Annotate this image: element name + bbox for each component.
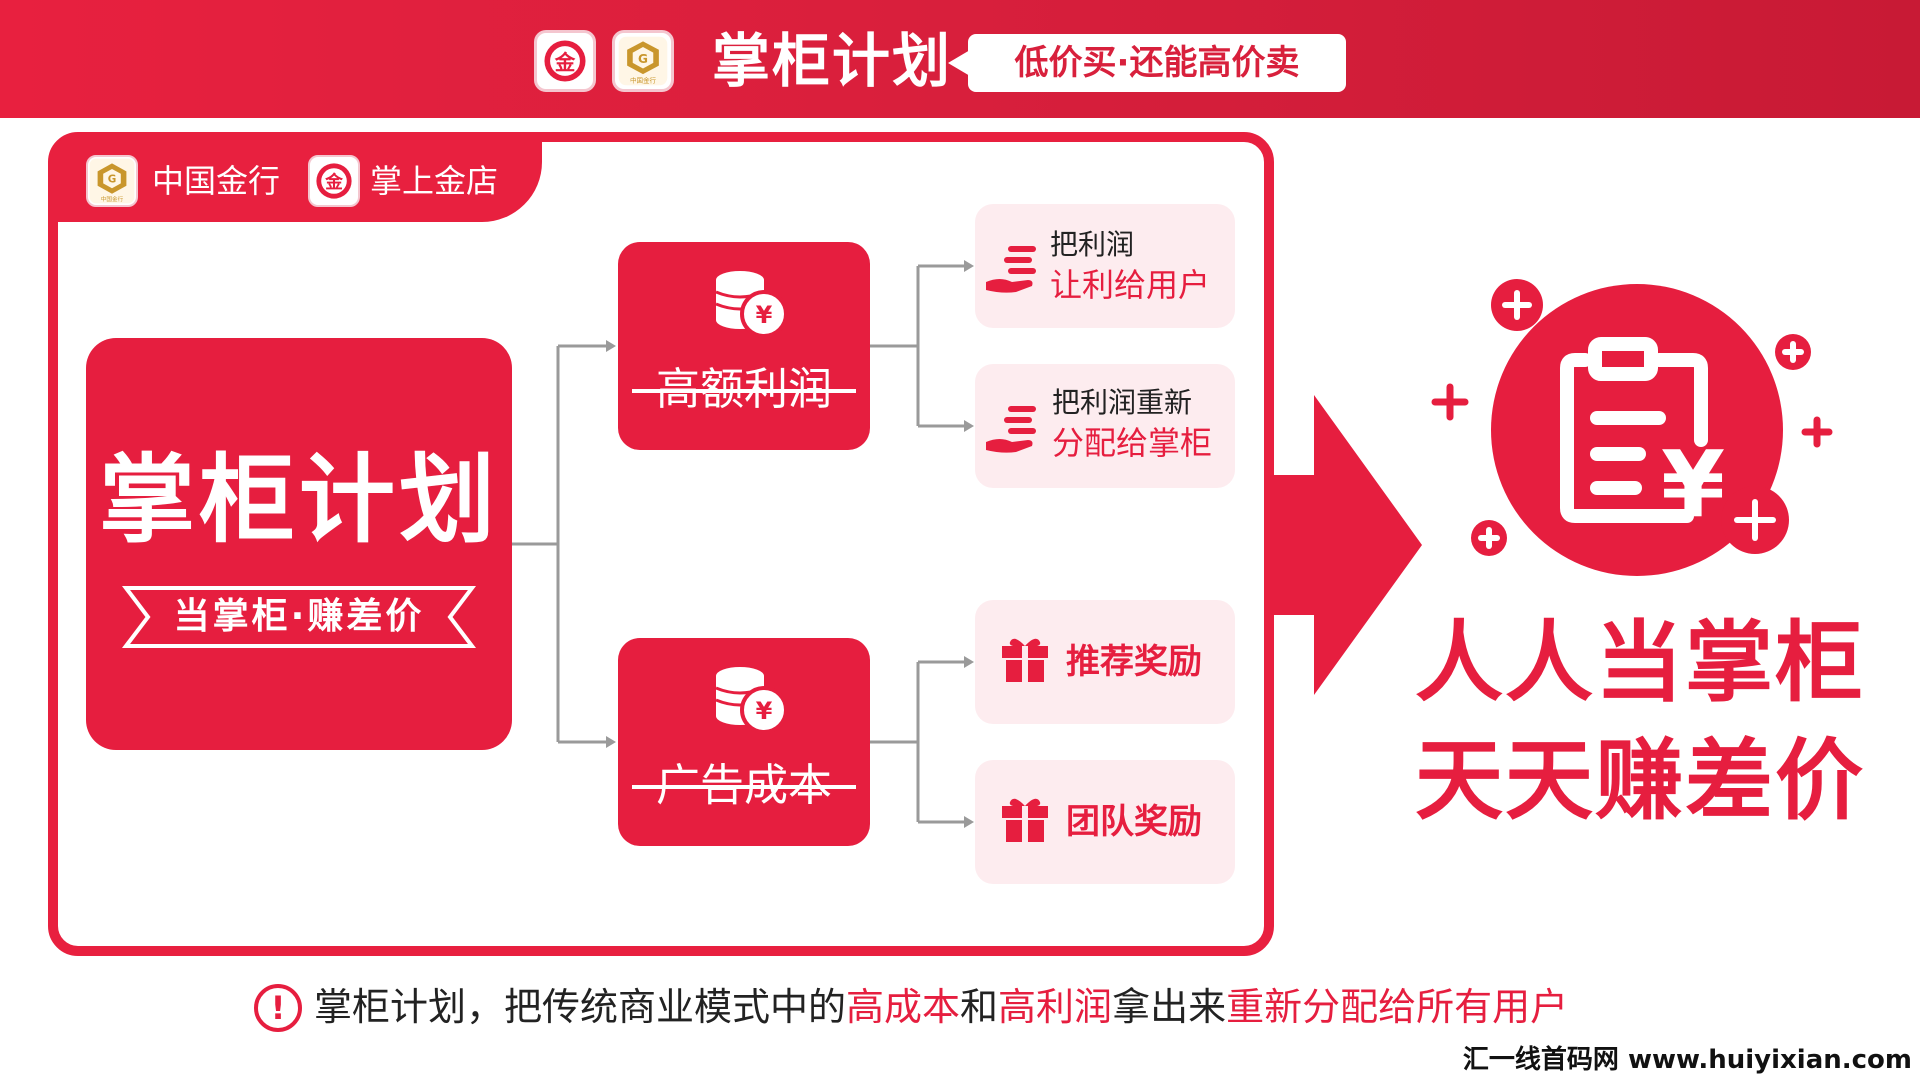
coin-stack-icon: ¥ [706,262,790,346]
brand-name-china-gold: 中国金行 [152,162,281,200]
hand-money-icon [982,236,1046,300]
header-title: 掌柜计划 [712,27,953,95]
tagline-pointer [948,50,970,76]
outcome-box-give-shopkeepers [975,364,1235,488]
right-arrow-icon [1270,395,1422,695]
note-highlight-high-cost: 高成本 [846,985,961,1029]
gift-icon [998,792,1052,846]
china-gold-logo-icon: G 中国金行 [86,155,138,207]
coin-stack-icon: ¥ [706,658,790,742]
outcome-label: 团队奖励 [1066,802,1202,842]
svg-text:¥: ¥ [756,301,773,329]
header-logo-caption: 中国金行 [630,75,657,84]
outcome-label: 推荐奖励 [1066,642,1202,682]
note-prefix: 掌柜计划，把传统商业模式中的 [314,985,847,1029]
outcome-line2: 让利给用户 [1050,266,1211,304]
slogan-line1: 人人当掌柜 [1414,611,1865,714]
plan-main-box [86,338,512,750]
exclamation-icon: ! [254,984,302,1032]
note-connector: 拿出来 [1112,985,1227,1029]
gift-icon [998,632,1052,686]
svg-text:¥: ¥ [1661,431,1725,538]
gold-seal-logo-icon: 金 [534,30,596,92]
svg-text:金: 金 [324,172,343,193]
plan-main-title: 掌柜计划 [99,444,499,556]
outcome-line2: 分配给掌柜 [1052,424,1213,462]
brand-logo-caption: 中国金行 [101,195,124,203]
svg-text:G: G [638,52,648,66]
strikethrough-line [632,785,856,789]
svg-text:金: 金 [554,50,576,74]
hand-money-icon [982,396,1046,460]
svg-text:¥: ¥ [756,697,773,725]
plan-main-subtitle: 当掌柜·赚差价 [173,596,425,637]
brand-name-pocket-gold-shop: 掌上金店 [370,162,499,200]
strikethrough-line [632,389,856,393]
clipboard-yuan-icon: ¥ [1425,270,1835,600]
note-connector: 和 [960,985,999,1029]
svg-text:G: G [108,174,117,186]
gold-seal-logo-icon: 金 [308,155,360,207]
watermark: 汇一线首码网 www.huiyixian.com [1462,1045,1912,1075]
header-tagline: 低价买·还能高价卖 [968,34,1346,92]
china-gold-logo-icon: G 中国金行 [612,30,674,92]
slogan-line2: 天天赚差价 [1414,729,1865,832]
note-highlight-redistribute: 重新分配给所有用户 [1226,985,1569,1029]
outcome-box-give-users [975,204,1235,328]
outcome-line1: 把利润 [1050,228,1135,261]
outcome-line1: 把利润重新 [1052,386,1193,419]
note-highlight-high-profit: 高利润 [998,985,1113,1029]
ribbon-banner [116,582,482,652]
bottom-note: 掌柜计划，把传统商业模式中的高成本和高利润拿出来重新分配给所有用户 [314,976,1568,1038]
